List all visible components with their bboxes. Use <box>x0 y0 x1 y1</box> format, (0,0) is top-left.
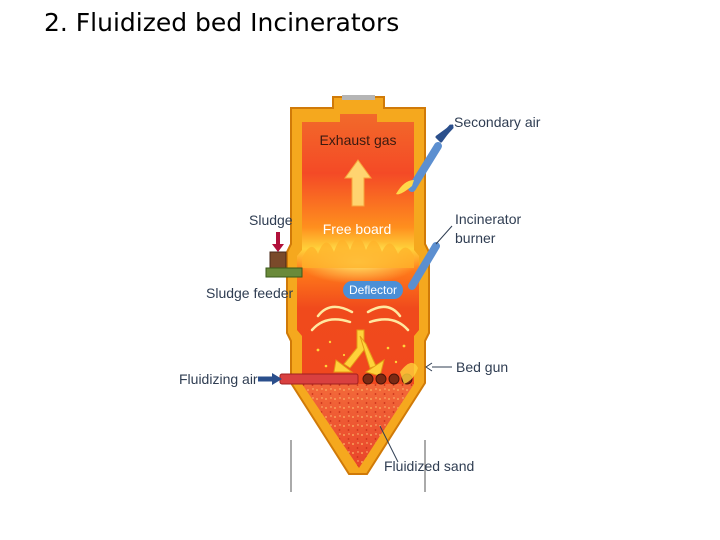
incinerator-burner-label-line2: burner <box>455 230 496 246</box>
fluidized-sand-label: Fluidized sand <box>384 458 474 474</box>
bed-gun-label: Bed gun <box>456 359 508 375</box>
sludge-feeder-label: Sludge feeder <box>206 285 294 301</box>
sludge-label: Sludge <box>249 212 293 228</box>
incinerator-burner-label-line1: Incinerator <box>455 211 521 227</box>
free-board-label: Free board <box>323 221 391 237</box>
fluidizing-air-label: Fluidizing air <box>179 371 258 387</box>
sludge-feeder-screw <box>266 268 302 277</box>
exhaust-outlet <box>342 95 375 100</box>
exhaust-gas-label: Exhaust gas <box>319 132 396 148</box>
bed-gun-pointer-head <box>426 363 432 371</box>
burner-pointer-line <box>436 226 452 244</box>
fluidizing-air-pipe <box>280 374 358 384</box>
deflector-label: Deflector <box>349 283 397 297</box>
secondary-air-label: Secondary air <box>454 114 541 130</box>
sludge-arrow-head <box>272 244 284 252</box>
sludge-hopper <box>270 252 286 270</box>
